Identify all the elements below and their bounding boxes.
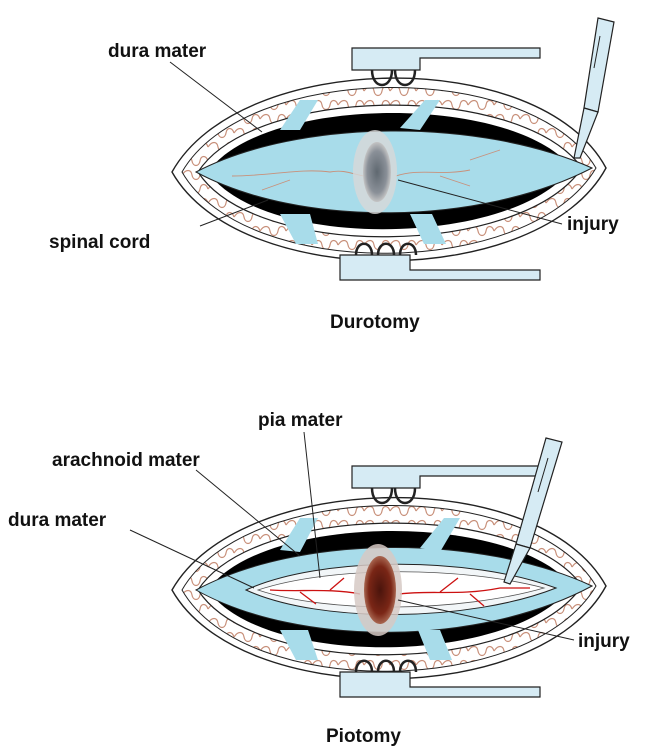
- label-arachnoid-mater: arachnoid mater: [52, 450, 200, 471]
- label-spinal-cord: spinal cord: [49, 232, 150, 253]
- scalpel-icon: [574, 18, 614, 158]
- label-dura-mater-bottom: dura mater: [8, 510, 107, 531]
- caption-durotomy: Durotomy: [330, 312, 420, 333]
- panel-durotomy: dura mater spinal cord injury Durotomy: [49, 18, 619, 333]
- label-injury-bottom: injury: [578, 631, 630, 652]
- label-injury-top: injury: [567, 214, 619, 235]
- caption-piotomy: Piotomy: [326, 726, 401, 747]
- label-pia-mater: pia mater: [258, 410, 343, 431]
- injury-core: [363, 142, 391, 202]
- label-dura-mater-top: dura mater: [108, 41, 207, 62]
- panel-piotomy: pia mater arachnoid mater dura mater inj…: [8, 410, 630, 747]
- injury-core: [364, 556, 396, 624]
